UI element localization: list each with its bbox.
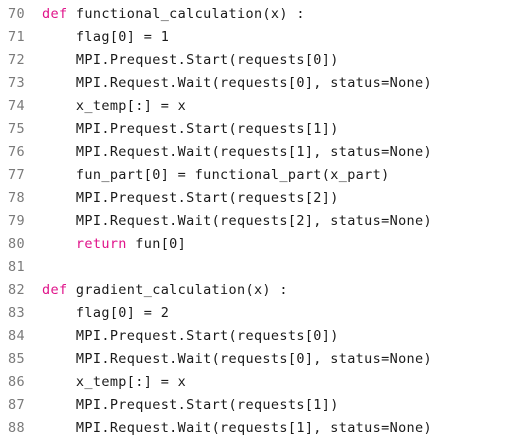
code-body: MPI.Request.Wait(requests[0], status=Non… bbox=[75, 75, 432, 91]
code-body: MPI.Request.Wait(requests[0], status=Non… bbox=[75, 351, 432, 367]
code-body: fun[0] bbox=[126, 236, 187, 252]
indent bbox=[42, 397, 76, 413]
indent bbox=[42, 29, 76, 45]
indent bbox=[42, 52, 76, 68]
code-line: 85 MPI.Request.Wait(requests[0], status=… bbox=[0, 348, 523, 371]
code-text: MPI.Prequest.Start(requests[0]) bbox=[42, 49, 339, 72]
indent bbox=[42, 328, 76, 344]
code-body: MPI.Request.Wait(requests[2], status=Non… bbox=[75, 213, 432, 229]
code-body: MPI.Prequest.Start(requests[0]) bbox=[75, 52, 339, 68]
keyword: def bbox=[42, 6, 68, 22]
code-text: def gradient_calculation(x) : bbox=[42, 279, 288, 302]
code-line: 70 def functional_calculation(x) : bbox=[0, 3, 523, 26]
code-body: functional_calculation(x) : bbox=[67, 6, 305, 22]
indent bbox=[42, 121, 76, 137]
indent bbox=[42, 167, 76, 183]
line-number: 88 bbox=[8, 420, 25, 436]
code-line: 80 return fun[0] bbox=[0, 233, 523, 256]
code-body: MPI.Prequest.Start(requests[0]) bbox=[75, 328, 339, 344]
line-number: 72 bbox=[8, 52, 25, 68]
code-line: 81 bbox=[0, 256, 523, 279]
keyword: def bbox=[42, 282, 68, 298]
line-number: 85 bbox=[8, 351, 25, 367]
code-text: MPI.Request.Wait(requests[0], status=Non… bbox=[42, 348, 432, 371]
code-text: flag[0] = 1 bbox=[42, 26, 169, 49]
code-body: flag[0] = 1 bbox=[75, 29, 170, 45]
code-line: 76 MPI.Request.Wait(requests[1], status=… bbox=[0, 141, 523, 164]
code-line: 73 MPI.Request.Wait(requests[0], status=… bbox=[0, 72, 523, 95]
code-body: MPI.Request.Wait(requests[1], status=Non… bbox=[75, 420, 432, 436]
indent bbox=[42, 374, 76, 390]
code-line: 78 MPI.Prequest.Start(requests[2]) bbox=[0, 187, 523, 210]
line-number: 78 bbox=[8, 190, 25, 206]
code-line: 77 fun_part[0] = functional_part(x_part) bbox=[0, 164, 523, 187]
line-number: 70 bbox=[8, 6, 25, 22]
code-line: 84 MPI.Prequest.Start(requests[0]) bbox=[0, 325, 523, 348]
line-number: 83 bbox=[8, 305, 25, 321]
code-text: x_temp[:] = x bbox=[42, 95, 186, 118]
code-line: 72 MPI.Prequest.Start(requests[0]) bbox=[0, 49, 523, 72]
indent bbox=[42, 98, 76, 114]
line-number: 76 bbox=[8, 144, 25, 160]
code-text: MPI.Prequest.Start(requests[1]) bbox=[42, 118, 339, 141]
code-text: def functional_calculation(x) : bbox=[42, 3, 305, 26]
indent bbox=[42, 75, 76, 91]
code-text: return fun[0] bbox=[42, 233, 186, 256]
keyword: return bbox=[75, 236, 127, 252]
code-listing: 70 def functional_calculation(x) : 71 fla… bbox=[0, 3, 523, 436]
code-body: fun_part[0] = functional_part(x_part) bbox=[75, 167, 390, 183]
code-body: MPI.Request.Wait(requests[1], status=Non… bbox=[75, 144, 432, 160]
indent bbox=[42, 144, 76, 160]
indent bbox=[42, 420, 76, 436]
line-number: 79 bbox=[8, 213, 25, 229]
code-line: 71 flag[0] = 1 bbox=[0, 26, 523, 49]
line-number: 77 bbox=[8, 167, 25, 183]
indent bbox=[42, 305, 76, 321]
code-line: 88 MPI.Request.Wait(requests[1], status=… bbox=[0, 417, 523, 440]
line-number: 73 bbox=[8, 75, 25, 91]
code-text: flag[0] = 2 bbox=[42, 302, 169, 325]
line-number: 86 bbox=[8, 374, 25, 390]
code-body: gradient_calculation(x) : bbox=[67, 282, 288, 298]
code-text: MPI.Prequest.Start(requests[2]) bbox=[42, 187, 339, 210]
code-text: MPI.Request.Wait(requests[0], status=Non… bbox=[42, 72, 432, 95]
code-body: MPI.Prequest.Start(requests[1]) bbox=[75, 397, 339, 413]
code-line: 86 x_temp[:] = x bbox=[0, 371, 523, 394]
code-line: 75 MPI.Prequest.Start(requests[1]) bbox=[0, 118, 523, 141]
line-number: 75 bbox=[8, 121, 25, 137]
code-text: MPI.Request.Wait(requests[2], status=Non… bbox=[42, 210, 432, 233]
indent bbox=[42, 213, 76, 229]
indent bbox=[42, 351, 76, 367]
line-number: 74 bbox=[8, 98, 25, 114]
code-text: MPI.Request.Wait(requests[1], status=Non… bbox=[42, 417, 432, 440]
indent bbox=[42, 236, 76, 252]
code-body: MPI.Prequest.Start(requests[1]) bbox=[75, 121, 339, 137]
code-body: x_temp[:] = x bbox=[75, 98, 187, 114]
code-line: 83 flag[0] = 2 bbox=[0, 302, 523, 325]
code-text: x_temp[:] = x bbox=[42, 371, 186, 394]
line-number: 81 bbox=[8, 259, 25, 275]
line-number: 84 bbox=[8, 328, 25, 344]
code-line: 87 MPI.Prequest.Start(requests[1]) bbox=[0, 394, 523, 417]
code-line: 74 x_temp[:] = x bbox=[0, 95, 523, 118]
code-text: MPI.Prequest.Start(requests[0]) bbox=[42, 325, 339, 348]
code-body: MPI.Prequest.Start(requests[2]) bbox=[75, 190, 339, 206]
code-body: x_temp[:] = x bbox=[75, 374, 187, 390]
line-number: 82 bbox=[8, 282, 25, 298]
line-number: 80 bbox=[8, 236, 25, 252]
code-text: MPI.Request.Wait(requests[1], status=Non… bbox=[42, 141, 432, 164]
code-text: MPI.Prequest.Start(requests[1]) bbox=[42, 394, 339, 417]
line-number: 87 bbox=[8, 397, 25, 413]
code-line: 79 MPI.Request.Wait(requests[2], status=… bbox=[0, 210, 523, 233]
indent bbox=[42, 190, 76, 206]
line-number: 71 bbox=[8, 29, 25, 45]
code-text: fun_part[0] = functional_part(x_part) bbox=[42, 164, 390, 187]
code-body: flag[0] = 2 bbox=[75, 305, 170, 321]
code-line: 82 def gradient_calculation(x) : bbox=[0, 279, 523, 302]
